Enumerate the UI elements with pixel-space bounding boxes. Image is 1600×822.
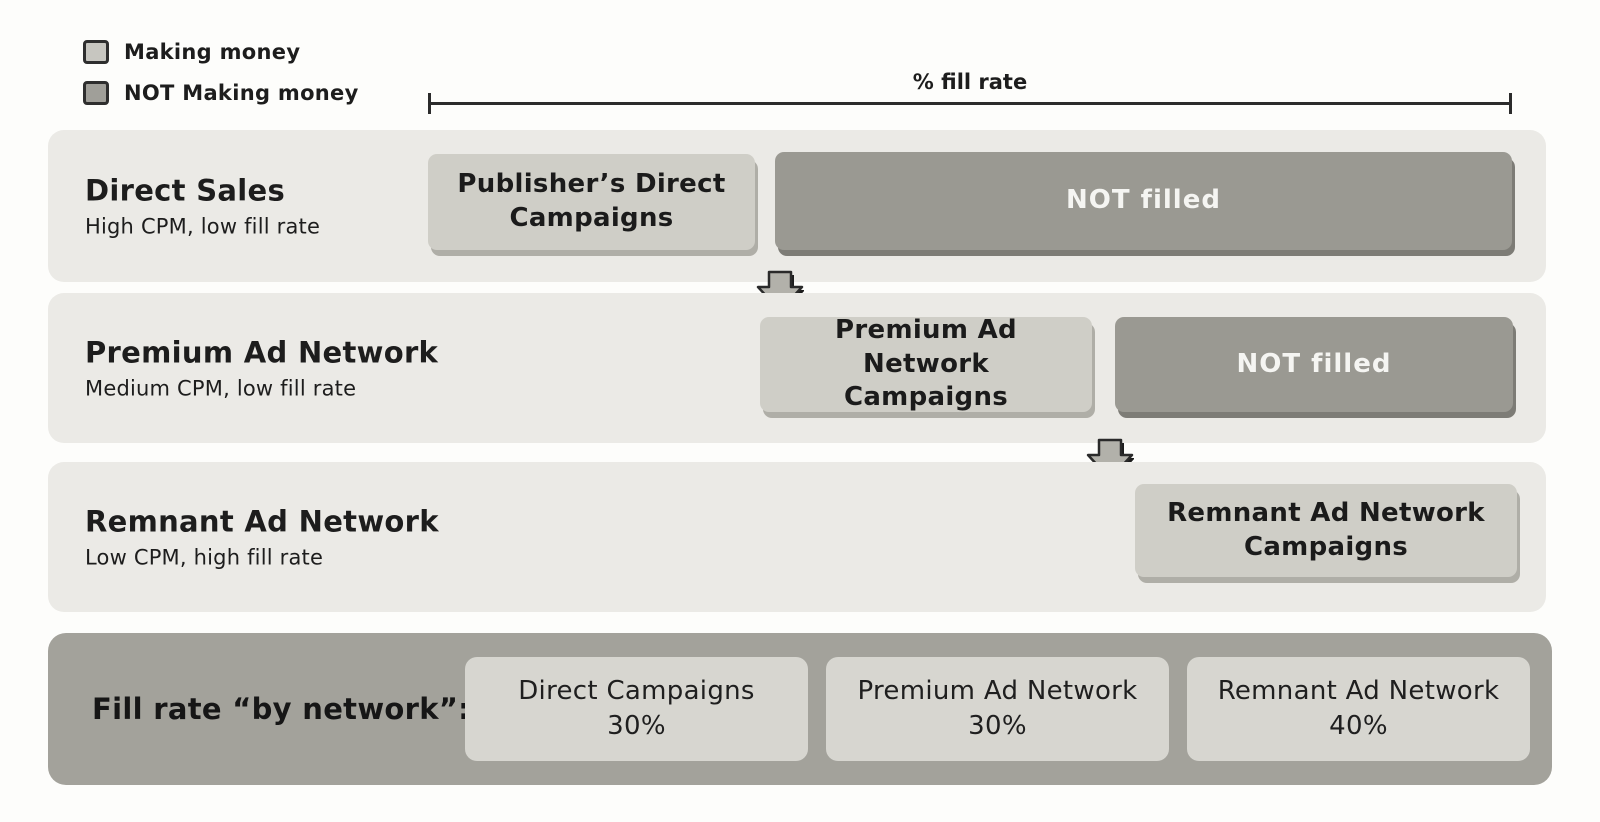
network-fill-rate: 30% (968, 711, 1027, 741)
network-fill-rate: 30% (607, 711, 666, 741)
fill-rate-axis-line (428, 102, 1512, 105)
box-label: Publisher’s Direct Campaigns (457, 169, 726, 233)
fill-rate-axis-tick-left (428, 93, 431, 114)
fill-rate-axis-label: % fill rate (912, 70, 1028, 94)
fill-rate-box-premium: Premium Ad Network 30% (826, 657, 1169, 761)
row-caption: Remnant Ad Network Low CPM, high fill ra… (85, 505, 439, 570)
legend-label: Making money (124, 40, 301, 64)
not-making-money-swatch (83, 81, 109, 105)
legend-item-not-making-money: NOT Making money (83, 81, 359, 105)
fill-rate-box-remnant: Remnant Ad Network 40% (1187, 657, 1530, 761)
legend-label: NOT Making money (124, 81, 359, 105)
making-money-swatch (83, 40, 109, 64)
row-title: Premium Ad Network (85, 335, 439, 370)
network-name: Direct Campaigns (518, 675, 755, 706)
not-filled-box-premium: NOT filled (1115, 317, 1513, 412)
row-title: Direct Sales (85, 173, 286, 208)
box-label: NOT filled (1066, 185, 1221, 216)
legend: Making money NOT Making money (83, 40, 359, 122)
fill-rate-box-direct: Direct Campaigns 30% (465, 657, 808, 761)
not-filled-box-direct: NOT filled (775, 152, 1512, 250)
box-label: Remnant Ad Network Campaigns (1167, 497, 1485, 562)
box-label: NOT filled (1236, 348, 1392, 379)
row-subtitle: Low CPM, high fill rate (85, 545, 324, 570)
row-caption: Premium Ad Network Medium CPM, low fill … (85, 336, 438, 401)
network-fill-rate: 40% (1329, 711, 1388, 741)
fill-rate-axis: % fill rate (428, 70, 1512, 120)
legend-item-making-money: Making money (83, 40, 359, 64)
box-label: Premium Ad Network Campaigns (835, 314, 1017, 413)
row-caption: Direct Sales High CPM, low fill rate (85, 174, 320, 239)
remnant-ad-network-campaigns-box: Remnant Ad Network Campaigns (1135, 484, 1517, 577)
fill-rate-by-network-bar: Fill rate “by network”: Direct Campaigns… (48, 633, 1552, 785)
network-name: Premium Ad Network (857, 675, 1138, 706)
premium-ad-network-campaigns-box: Premium Ad Network Campaigns (760, 314, 1092, 413)
row-title: Remnant Ad Network (85, 504, 439, 539)
row-subtitle: High CPM, low fill rate (85, 214, 321, 239)
footer-label: Fill rate “by network”: (92, 692, 471, 726)
fill-rate-axis-tick-right (1509, 93, 1512, 114)
network-name: Remnant Ad Network (1217, 675, 1500, 706)
publisher-direct-campaigns-box: Publisher’s Direct Campaigns (428, 154, 755, 250)
row-subtitle: Medium CPM, low fill rate (85, 376, 357, 401)
